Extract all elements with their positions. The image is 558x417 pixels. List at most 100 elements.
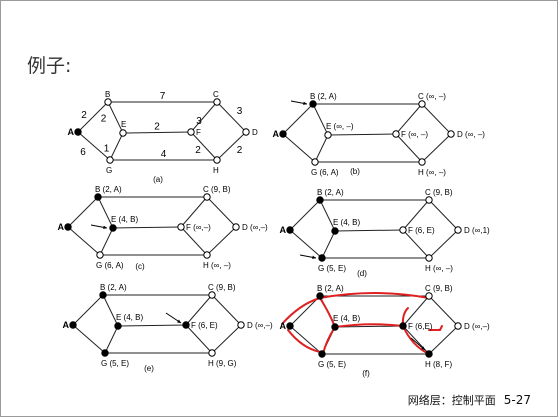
node-label-F: F (6,E) xyxy=(408,322,433,331)
node-H xyxy=(425,350,433,358)
node-F xyxy=(182,321,190,329)
node-H xyxy=(213,156,221,164)
node-B xyxy=(94,193,102,201)
shortest-path-stroke xyxy=(428,325,443,331)
node-label-F: F (∞, –) xyxy=(401,130,428,139)
node-D xyxy=(454,226,462,234)
edge-H-D xyxy=(211,324,242,354)
node-G xyxy=(318,254,326,262)
node-label-A: A xyxy=(273,129,280,139)
node-label-E: E xyxy=(121,120,126,129)
edge-H-D xyxy=(421,133,452,163)
node-D xyxy=(454,322,462,330)
node-label-G: G (5, E) xyxy=(318,360,346,369)
node-A xyxy=(69,321,77,329)
node-A xyxy=(64,223,72,231)
node-label-C: C (9, B) xyxy=(203,185,231,194)
node-F xyxy=(399,226,407,234)
node-label-A: A xyxy=(63,320,70,330)
panel-f: AB (2, A)C (9, B)D (∞,–)E (4, B)F (6,E)G… xyxy=(280,284,491,378)
node-C xyxy=(418,100,426,108)
node-E xyxy=(109,224,117,232)
node-C xyxy=(425,196,433,204)
node-label-E: E (4, B) xyxy=(333,218,360,227)
node-label-D: D (∞,–) xyxy=(464,322,490,331)
node-D xyxy=(242,128,250,136)
edge-weight-A-G: 6 xyxy=(80,147,86,158)
edge-F-H xyxy=(180,226,208,256)
pointer-arrowhead xyxy=(312,255,316,260)
node-label-H: H (8, F) xyxy=(425,360,452,369)
edge-A-G xyxy=(72,324,106,354)
edge-F-C xyxy=(190,101,218,133)
panel-d: AB (2, A)C (9, B)D (∞,1)E (4, B)F (6, E)… xyxy=(280,188,491,278)
node-label-B: B (2, A) xyxy=(317,284,344,293)
node-A xyxy=(279,130,287,138)
edge-weight-F-H: 2 xyxy=(195,145,201,156)
edge-A-G xyxy=(289,229,323,259)
node-label-E: E (4, B) xyxy=(111,215,138,224)
node-label-F: F xyxy=(196,128,201,137)
node-label-D: D (∞,–) xyxy=(242,223,268,232)
node-E xyxy=(119,129,127,137)
panel-caption: (b) xyxy=(350,167,360,176)
node-B xyxy=(316,292,324,300)
edge-E-G xyxy=(321,230,336,259)
node-label-C: C (9, B) xyxy=(208,283,236,292)
edge-B-E xyxy=(102,294,119,327)
node-label-B: B xyxy=(105,90,110,99)
node-label-G: G xyxy=(106,166,112,175)
edge-C-D xyxy=(211,294,242,326)
edge-C-D xyxy=(216,101,247,133)
edge-E-G xyxy=(104,325,119,354)
edge-H-D xyxy=(206,226,237,256)
node-B xyxy=(99,291,107,299)
node-C xyxy=(203,193,211,201)
node-label-E: E (∞, –) xyxy=(326,122,354,131)
node-E xyxy=(331,323,339,331)
edge-weight-B-C: 7 xyxy=(160,91,166,102)
node-E xyxy=(114,322,122,330)
edge-weight-F-C: 3 xyxy=(196,116,202,127)
edge-E-G xyxy=(314,134,329,163)
edge-F-C xyxy=(180,196,208,228)
edge-F-C xyxy=(402,199,430,231)
panel-c: AB (2, A)C (9, B)D (∞,–)E (4, B)F (∞,–)G… xyxy=(58,185,269,271)
node-G xyxy=(101,349,109,357)
edge-E-G xyxy=(109,132,124,161)
node-label-F: F (∞,–) xyxy=(186,223,211,232)
node-label-D: D (∞,–) xyxy=(247,321,273,330)
node-F xyxy=(392,130,400,138)
pointer-arrowhead xyxy=(303,101,307,106)
page-number: 5-27 xyxy=(503,393,531,407)
node-B xyxy=(309,100,317,108)
edge-F-H xyxy=(185,324,213,354)
node-G xyxy=(96,251,104,259)
edge-E-F xyxy=(334,325,404,328)
pointer-arrowhead xyxy=(177,319,181,323)
edge-A-G xyxy=(67,226,101,256)
node-C xyxy=(208,291,216,299)
panel-caption: (c) xyxy=(135,262,145,271)
edge-F-H xyxy=(402,229,430,259)
node-label-H: H (9, G) xyxy=(208,359,237,368)
node-label-A: A xyxy=(280,225,287,235)
slide-title: 例子: xyxy=(27,55,72,77)
edge-B-E xyxy=(319,199,336,232)
edge-A-G xyxy=(289,325,323,355)
node-label-E: E (4, B) xyxy=(333,314,360,323)
edge-A-G xyxy=(282,133,316,163)
node-E xyxy=(324,131,332,139)
edge-A-B xyxy=(72,294,104,326)
node-H xyxy=(208,349,216,357)
panel-caption: (d) xyxy=(357,269,367,278)
node-H xyxy=(203,251,211,259)
node-label-C: C (9, B) xyxy=(425,284,453,293)
edge-F-C xyxy=(185,294,213,326)
edge-weight-B-E: 2 xyxy=(101,114,107,125)
edge-B-E xyxy=(107,101,124,134)
node-label-G: G (6, A) xyxy=(311,168,339,177)
shortest-path-stroke xyxy=(334,323,404,328)
